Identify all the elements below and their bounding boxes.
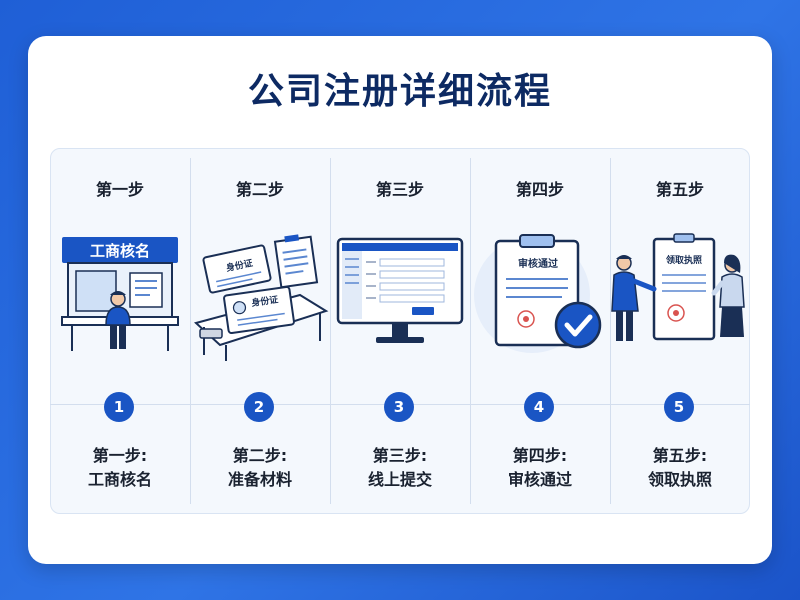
column-divider [610, 158, 611, 504]
step-number-badge: 5 [664, 392, 694, 422]
step-caption: 第一步: 工商核名 [87, 446, 152, 489]
step-number-badge: 2 [244, 392, 274, 422]
license-title: 领取执照 [666, 254, 702, 266]
column-divider [190, 158, 191, 504]
step-1: 第一步 工商核名 1 第一步: 工商核名 [50, 148, 190, 514]
column-divider [470, 158, 471, 504]
step-2: 第二步 身份证 身份证 2 第二步: 准备材料 [190, 148, 330, 514]
step-heading: 第二步 [235, 180, 284, 199]
page-title: 公司注册详细流程 [247, 71, 552, 112]
step-caption: 第五步: 领取执照 [647, 446, 712, 489]
documents-desk-illustration: 身份证 身份证 [193, 234, 329, 361]
name-check-counter-illustration: 工商核名 [61, 237, 179, 351]
id-card-label: 身份证 [251, 293, 279, 309]
step-caption: 第四步: 审核通过 [507, 446, 572, 489]
approval-clipboard-illustration: 审核通过 [474, 234, 602, 353]
step-caption: 第三步: 线上提交 [367, 446, 432, 489]
step-4: 第四步 审核通过 4 第四步: 审核通过 [470, 148, 610, 514]
column-divider [330, 158, 331, 504]
step-heading: 第四步 [515, 180, 564, 199]
online-submit-monitor-illustration [336, 237, 464, 343]
step-5: 第五步 领取执照 5 第五步: 领取执照 [610, 148, 750, 514]
step-heading: 第五步 [655, 180, 704, 199]
step-caption: 第二步: 准备材料 [227, 446, 292, 489]
step-number-badge: 3 [384, 392, 414, 422]
counter-sign: 工商核名 [90, 242, 150, 260]
license-handover-illustration: 领取执照 [611, 233, 745, 341]
document-title: 审核通过 [518, 257, 558, 270]
step-heading: 第三步 [375, 180, 424, 199]
step-number-badge: 1 [104, 392, 134, 422]
step-heading: 第一步 [95, 180, 144, 199]
step-3: 第三步 3 第三步: 线上提交 [330, 148, 470, 514]
step-number-badge: 4 [524, 392, 554, 422]
